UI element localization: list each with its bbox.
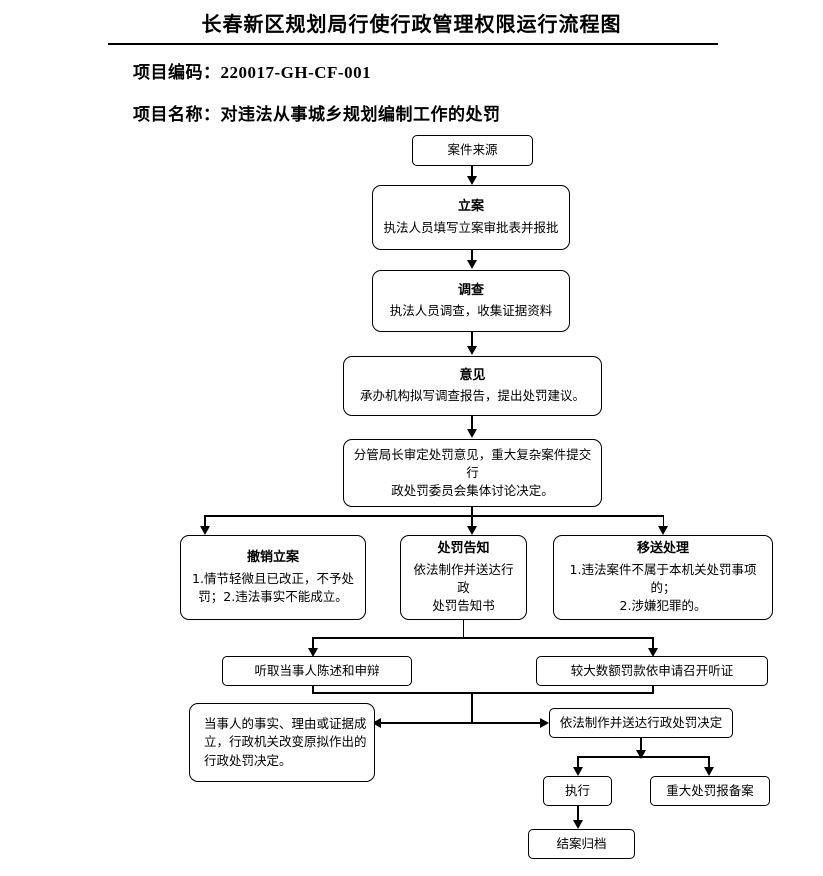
node-execute[interactable]: 执行 [543,776,612,806]
node-amend-decision-line2: 立，行政机关改变原拟作出的 [204,734,367,750]
node-penalty-notice-line2: 处罚告知书 [432,597,495,613]
edge-opinion-to-review [471,416,473,430]
edge-filing-to-investigate [471,250,473,262]
node-penalty-notice-line1: 依法制作并送达行政 [413,561,514,595]
edge-investigate-to-opinion [471,332,473,347]
node-penalty-notice[interactable]: 处罚告知 依法制作并送达行政 处罚告知书 [400,535,527,620]
node-amend-decision-line1: 当事人的事实、理由或证据成 [204,716,367,732]
node-case-archive-label: 结案归档 [556,835,607,851]
edge-decision-to-report [708,756,710,769]
edge-amend-decision [381,722,545,724]
node-execute-label: 执行 [564,782,590,798]
node-filing[interactable]: 立案 执法人员填写立案审批表并报批 [372,185,570,250]
arrow-opinion-to-review [467,429,477,438]
node-revoke-filing-line2: 罚；2.违法事实不能成立。 [198,588,348,604]
node-major-penalty-report-label: 重大处罚报备案 [666,782,754,798]
edge-hearing-stem [652,686,654,693]
node-amend-decision[interactable]: 当事人的事实、理由或证据成 立，行政机关改变原拟作出的 行政处罚决定。 [189,703,375,782]
node-hear-statement-label: 听取当事人陈述和申辩 [254,662,380,678]
node-penalty-decision[interactable]: 依法制作并送达行政处罚决定 [549,708,733,738]
edge-decision-to-execute [577,756,579,769]
node-director-review-line1: 分管局长审定处罚意见，重大复杂案件提交行 [353,446,592,480]
arrow-review-to-revoke [200,526,210,535]
node-major-penalty-report[interactable]: 重大处罚报备案 [650,776,770,806]
title-divider [108,43,718,45]
edge-merge-bus [312,692,654,694]
node-director-review-line2: 政处罚委员会集体讨论决定。 [391,483,554,499]
arrow-to-decision [540,718,549,728]
edge-notice-to-statement [312,637,314,650]
arrow-investigate-to-opinion [467,346,477,355]
node-investigation[interactable]: 调查 执法人员调查，收集证据资料 [372,270,570,332]
edge-decision-bus [577,756,710,758]
edge-review-bus [204,515,664,517]
edge-decision-stem [640,738,642,752]
arrow-filing-to-investigate [467,260,477,269]
node-opinion-title: 意见 [459,367,486,383]
node-revoke-filing-title: 撤销立案 [246,549,299,565]
edge-review-to-revoke [204,515,206,528]
node-opinion-body: 承办机构拟写调查报告，提出处罚建议。 [359,388,585,404]
edge-review-stem [471,507,473,516]
arrow-review-to-transfer [658,526,669,535]
edge-statement-stem [312,686,314,693]
edge-source-to-filing [471,166,473,178]
node-case-source-label: 案件来源 [447,142,498,158]
node-case-archive[interactable]: 结案归档 [528,829,635,859]
edge-review-to-notice [471,515,473,528]
arrow-decision-to-report [704,767,715,776]
node-revoke-filing-line1: 1.情节轻微且已改正，不予处 [192,570,354,586]
node-revoke-filing[interactable]: 撤销立案 1.情节轻微且已改正，不予处 罚；2.违法事实不能成立。 [180,535,366,620]
node-investigation-title: 调查 [457,282,484,298]
node-transfer-handling-line2: 2.涉嫌犯罪的。 [619,597,707,613]
project-name: 项目名称：对违法从事城乡规划编制工作的处罚 [133,105,501,124]
node-opinion[interactable]: 意见 承办机构拟写调查报告，提出处罚建议。 [343,356,602,416]
edge-execute-to-archive [577,806,579,823]
node-transfer-handling[interactable]: 移送处理 1.违法案件不属于本机关处罚事项的； 2.涉嫌犯罪的。 [553,535,773,620]
node-amend-decision-line3: 行政处罚决定。 [204,752,292,768]
arrow-decision-to-execute [572,767,583,776]
arrow-review-to-notice [467,526,477,535]
node-hearing-request-label: 较大数额罚款依申请召开听证 [570,662,734,678]
node-director-review[interactable]: 分管局长审定处罚意见，重大复杂案件提交行 政处罚委员会集体讨论决定。 [343,439,602,507]
project-code: 项目编码：220017-GH-CF-001 [133,63,372,82]
arrow-notice-to-statement [307,648,318,657]
edge-notice-stem [462,620,465,638]
node-transfer-handling-line1: 1.违法案件不属于本机关处罚事项的； [569,561,757,595]
node-investigation-body: 执法人员调查，收集证据资料 [389,303,553,319]
arrow-to-amend [372,718,381,728]
node-hear-statement[interactable]: 听取当事人陈述和申辩 [222,656,412,686]
node-penalty-notice-title: 处罚告知 [437,540,490,556]
edge-merge-drop [471,692,473,723]
page-title: 长春新区规划局行使行政管理权限运行流程图 [201,14,622,36]
node-transfer-handling-title: 移送处理 [636,540,689,556]
arrow-source-to-filing [467,176,477,185]
edge-notice-bus [312,637,654,639]
node-filing-body: 执法人员填写立案审批表并报批 [383,219,559,235]
node-hearing-request[interactable]: 较大数额罚款依申请召开听证 [536,656,768,686]
arrow-decision-stem [636,750,646,759]
node-case-source[interactable]: 案件来源 [412,135,533,166]
edge-review-to-transfer [662,515,665,528]
node-filing-title: 立案 [457,199,484,215]
arrow-execute-to-archive [572,820,583,829]
edge-notice-to-hearing [652,637,654,650]
arrow-notice-to-hearing [648,648,659,657]
node-penalty-decision-label: 依法制作并送达行政处罚决定 [559,714,723,730]
